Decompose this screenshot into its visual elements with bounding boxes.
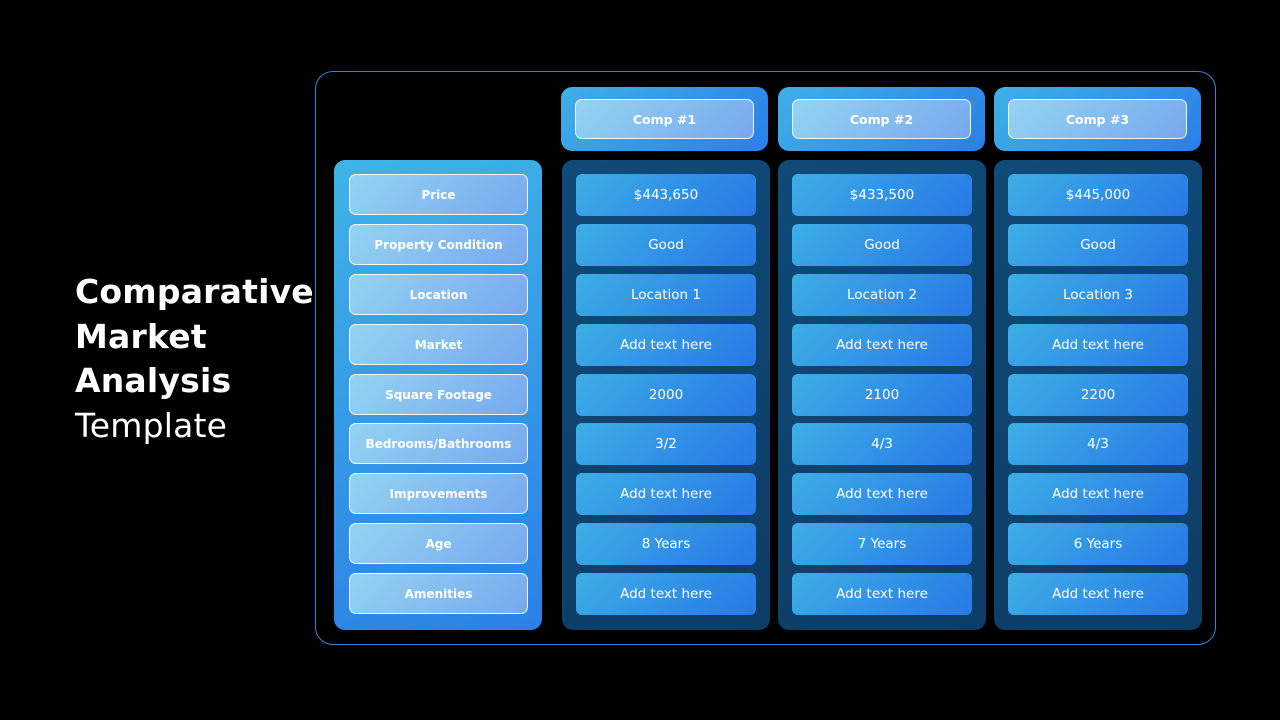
title-line-1: Comparative	[75, 272, 314, 311]
comp-2-square-footage: 2100	[792, 374, 972, 416]
comp-1-property-condition: Good	[576, 224, 756, 266]
comp-1-location: Location 1	[576, 274, 756, 316]
comp-1-market: Add text here	[576, 324, 756, 366]
comp-2-age: 7 Years	[792, 523, 972, 565]
comp-1-square-footage: 2000	[576, 374, 756, 416]
row-label-location: Location	[349, 274, 528, 315]
row-label-market: Market	[349, 324, 528, 365]
comp-2-property-condition: Good	[792, 224, 972, 266]
comp-3-price: $445,000	[1008, 174, 1188, 216]
title-line-2: Market	[75, 316, 207, 356]
row-label-amenities: Amenities	[349, 573, 528, 614]
comp-1-column: $443,650 Good Location 1 Add text here 2…	[562, 160, 770, 630]
comp-3-property-condition: Good	[1008, 224, 1188, 266]
comp-3-square-footage: 2200	[1008, 374, 1188, 416]
comp-1-age: 8 Years	[576, 523, 756, 565]
row-label-panel: Price Property Condition Location Market…	[334, 160, 542, 630]
row-label-age: Age	[349, 523, 528, 564]
title-line-3: Analysis	[75, 361, 232, 400]
comp-3-header: Comp #3	[1008, 99, 1187, 139]
comp-2-bedrooms-bathrooms: 4/3	[792, 423, 972, 465]
comp-3-bedrooms-bathrooms: 4/3	[1008, 423, 1188, 465]
comp-2-improvements: Add text here	[792, 473, 972, 515]
comp-2-header-panel: Comp #2	[778, 87, 985, 151]
comp-1-price: $443,650	[576, 174, 756, 216]
comp-3-column: $445,000 Good Location 3 Add text here 2…	[994, 160, 1202, 630]
row-label-improvements: Improvements	[349, 473, 528, 514]
row-label-price: Price	[349, 174, 528, 215]
comp-2-location: Location 2	[792, 274, 972, 316]
comp-1-amenities: Add text here	[576, 573, 756, 615]
comp-1-bedrooms-bathrooms: 3/2	[576, 423, 756, 465]
row-label-property-condition: Property Condition	[349, 224, 528, 265]
table-frame	[315, 71, 1216, 645]
row-label-square-footage: Square Footage	[349, 374, 528, 415]
comp-2-price: $433,500	[792, 174, 972, 216]
comp-2-column: $433,500 Good Location 2 Add text here 2…	[778, 160, 986, 630]
row-label-bedrooms-bathrooms: Bedrooms/Bathrooms	[349, 423, 528, 464]
comp-3-improvements: Add text here	[1008, 473, 1188, 515]
comp-2-amenities: Add text here	[792, 573, 972, 615]
comp-3-amenities: Add text here	[1008, 573, 1188, 615]
slide-title: Comparative Market Analysis Template	[75, 270, 314, 448]
title-line-4: Template	[75, 405, 228, 445]
comp-3-age: 6 Years	[1008, 523, 1188, 565]
comp-3-location: Location 3	[1008, 274, 1188, 316]
comp-1-header-panel: Comp #1	[561, 87, 768, 151]
comp-3-header-panel: Comp #3	[994, 87, 1201, 151]
comp-1-improvements: Add text here	[576, 473, 756, 515]
comp-2-market: Add text here	[792, 324, 972, 366]
comp-3-market: Add text here	[1008, 324, 1188, 366]
comp-2-header: Comp #2	[792, 99, 971, 139]
comp-1-header: Comp #1	[575, 99, 754, 139]
